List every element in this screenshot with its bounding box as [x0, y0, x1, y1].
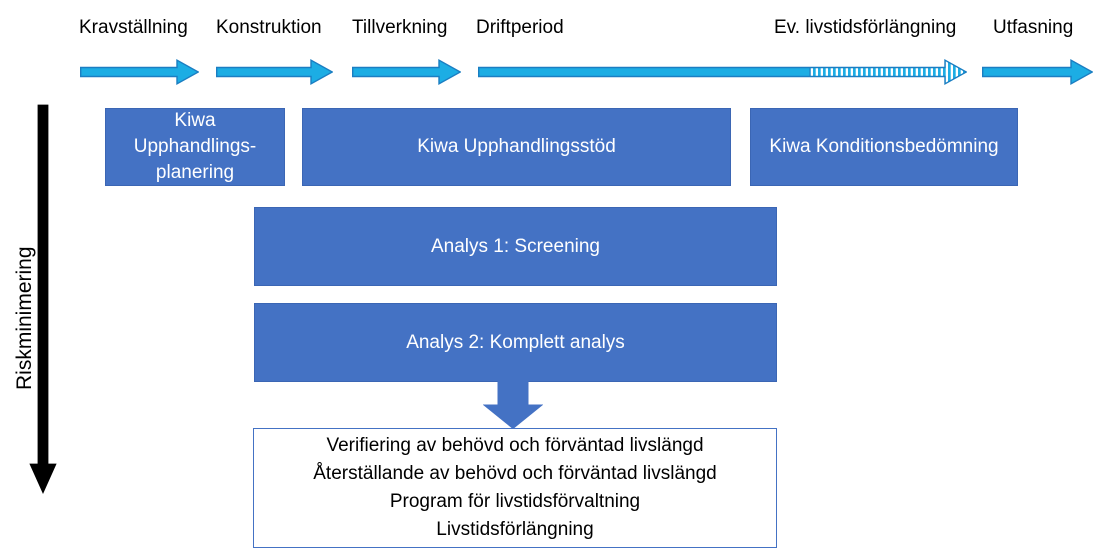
risk-minimization-arrow-icon [28, 104, 58, 494]
phase-label-driftperiod: Driftperiod [476, 17, 564, 38]
phase-label-utfasning: Utfasning [993, 17, 1074, 38]
service-box-line: Kiwa Konditionsbedömning [769, 136, 999, 157]
phase-arrow-driftperiod-livstidsforlangning [478, 59, 967, 85]
results-line: Verifiering av behövd och förväntad livs… [326, 435, 704, 456]
phase-arrow-konstruktion [216, 59, 333, 85]
results-line: Återställande av behövd och förväntad li… [313, 463, 717, 484]
service-box-upphandlingsstod[interactable]: Kiwa Upphandlingsstöd [302, 108, 731, 186]
service-box-line: Upphandlings- [133, 136, 257, 157]
service-box-upphandlingsplanering[interactable]: Kiwa Upphandlings- planering [105, 108, 285, 186]
service-box-line: Kiwa Upphandlingsstöd [417, 136, 616, 157]
phase-arrow-tillverkning [352, 59, 461, 85]
results-line: Livstidsförlängning [436, 519, 594, 540]
flow-down-arrow-icon [483, 380, 543, 429]
service-box-line: Kiwa [174, 110, 216, 131]
results-box[interactable]: Verifiering av behövd och förväntad livs… [253, 428, 777, 548]
phase-label-kravstallning: Kravställning [79, 17, 188, 38]
analysis-box-label: Analys 1: Screening [431, 235, 600, 257]
phase-label-konstruktion: Konstruktion [216, 17, 322, 38]
risk-minimization-label: Riskminimering [13, 246, 36, 390]
analysis-box-komplett-analys[interactable]: Analys 2: Komplett analys [254, 303, 777, 382]
phase-label-tillverkning: Tillverkning [352, 17, 448, 38]
phase-label-livstidsforlangning: Ev. livstidsförlängning [774, 17, 957, 38]
analysis-box-screening[interactable]: Analys 1: Screening [254, 207, 777, 286]
service-box-line: planering [155, 162, 235, 183]
results-line: Program för livstidsförvaltning [389, 491, 641, 512]
service-box-konditionsbedomning[interactable]: Kiwa Konditionsbedömning [750, 108, 1018, 186]
phase-arrow-kravstallning [80, 59, 199, 85]
phase-arrow-utfasning [982, 59, 1093, 85]
analysis-box-label: Analys 2: Komplett analys [406, 331, 625, 353]
